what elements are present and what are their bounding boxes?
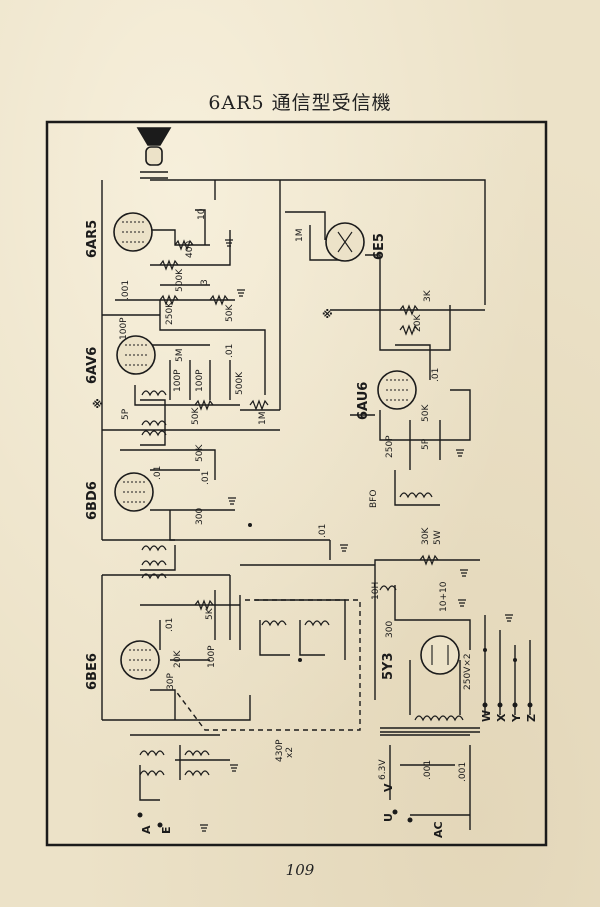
schematic-frame: [45, 120, 548, 847]
label-c250p: 250P: [385, 435, 395, 458]
label-c001-a: .001: [121, 280, 131, 300]
terminal-label-v: V: [382, 783, 395, 792]
terminal-label-e: E: [160, 826, 173, 834]
label-v63: 6.3V: [378, 759, 388, 780]
label-r500k-b: 500K: [235, 371, 245, 395]
label-ac: AC: [432, 821, 445, 838]
label-r300-a: 300: [195, 508, 205, 525]
label-c01-a: .01: [225, 344, 235, 358]
label-c01-f: .01: [431, 368, 441, 382]
label-r1m-a: 1M: [258, 412, 268, 426]
label-r5k: 5K: [205, 607, 215, 620]
label-r50k-a: 50K: [225, 304, 235, 322]
terminal-label-u: U: [382, 813, 395, 822]
label-star-1: ※: [92, 398, 103, 411]
ground-symbols: [200, 239, 513, 832]
label-c01-d: .01: [318, 524, 328, 538]
label-c5p-a: 5P: [121, 408, 131, 420]
label-x2-a: x2: [285, 747, 295, 758]
label-c001-c: .001: [458, 762, 468, 782]
label-star-2: ※: [322, 308, 333, 321]
label-r50k-b: 50K: [191, 407, 201, 425]
speaker-icon: [136, 127, 172, 179]
terminal-dots: [137, 523, 533, 828]
label-c100p-c: 100P: [195, 369, 205, 392]
label-r250k: 250K: [165, 301, 175, 325]
tube-label-6au6: 6AU6: [356, 382, 371, 420]
tube-label-6be6: 6BE6: [85, 653, 100, 690]
terminal-label-x: X: [495, 713, 508, 722]
label-r50k-d: 50K: [421, 404, 431, 422]
label-c01-e: .01: [165, 618, 175, 632]
label-r1m-b: 1M: [295, 229, 305, 243]
label-c001-b: .001: [423, 760, 433, 780]
transformer-core: [380, 727, 480, 733]
label-c30p: 30P: [166, 673, 176, 690]
resistor-symbols: [159, 239, 439, 611]
label-c10: 10: [197, 208, 207, 220]
label-r20k-b: 20K: [413, 314, 423, 332]
label-r20k-a: 20K: [173, 650, 183, 668]
label-r400: 400: [185, 241, 195, 258]
label-r500k-a: 500K: [175, 268, 185, 292]
terminal-label-w: W: [480, 710, 493, 722]
label-c01-b: .01: [153, 466, 163, 480]
label-c430p: 430P: [275, 739, 285, 762]
label-c100p-b: 100P: [173, 369, 183, 392]
page-title: 6AR5 通信型受信機: [208, 92, 392, 114]
coil-symbols: [139, 390, 464, 777]
tube-label-6e5: 6E5: [372, 233, 387, 260]
label-c3: 3: [200, 279, 210, 285]
label-c100p-a: 100P: [119, 317, 129, 340]
label-r30k: 30K: [421, 527, 431, 545]
terminal-label-z: Z: [525, 714, 538, 722]
label-c100p-d: 100P: [207, 645, 217, 668]
tube-symbols: [113, 212, 460, 680]
label-w5: 5W: [433, 530, 443, 545]
tube-internals: [122, 221, 449, 671]
label-r5m: 5M: [175, 349, 185, 363]
tube-label-6ar5: 6AR5: [85, 220, 100, 258]
page-number: 109: [285, 861, 315, 879]
label-v250x2: 250V×2: [463, 653, 473, 690]
tube-label-6av6: 6AV6: [85, 347, 100, 384]
label-coil10h: 10H: [371, 582, 381, 600]
wiring: [101, 179, 531, 830]
tube-label-5y3: 5Y3: [381, 652, 396, 680]
label-r50k-c: 50K: [195, 444, 205, 462]
label-r3k: 3K: [423, 289, 433, 302]
tube-label-6bd6: 6BD6: [85, 481, 100, 520]
label-c5p-b: 5P: [421, 438, 431, 450]
label-r300-b: 300: [385, 621, 395, 638]
terminal-label-y: Y: [510, 713, 523, 723]
label-c01-c: .01: [201, 471, 211, 485]
terminal-label-a: A: [140, 825, 153, 834]
label-c10p10: 10+10: [439, 581, 449, 612]
label-bfo: BFO: [369, 490, 379, 508]
